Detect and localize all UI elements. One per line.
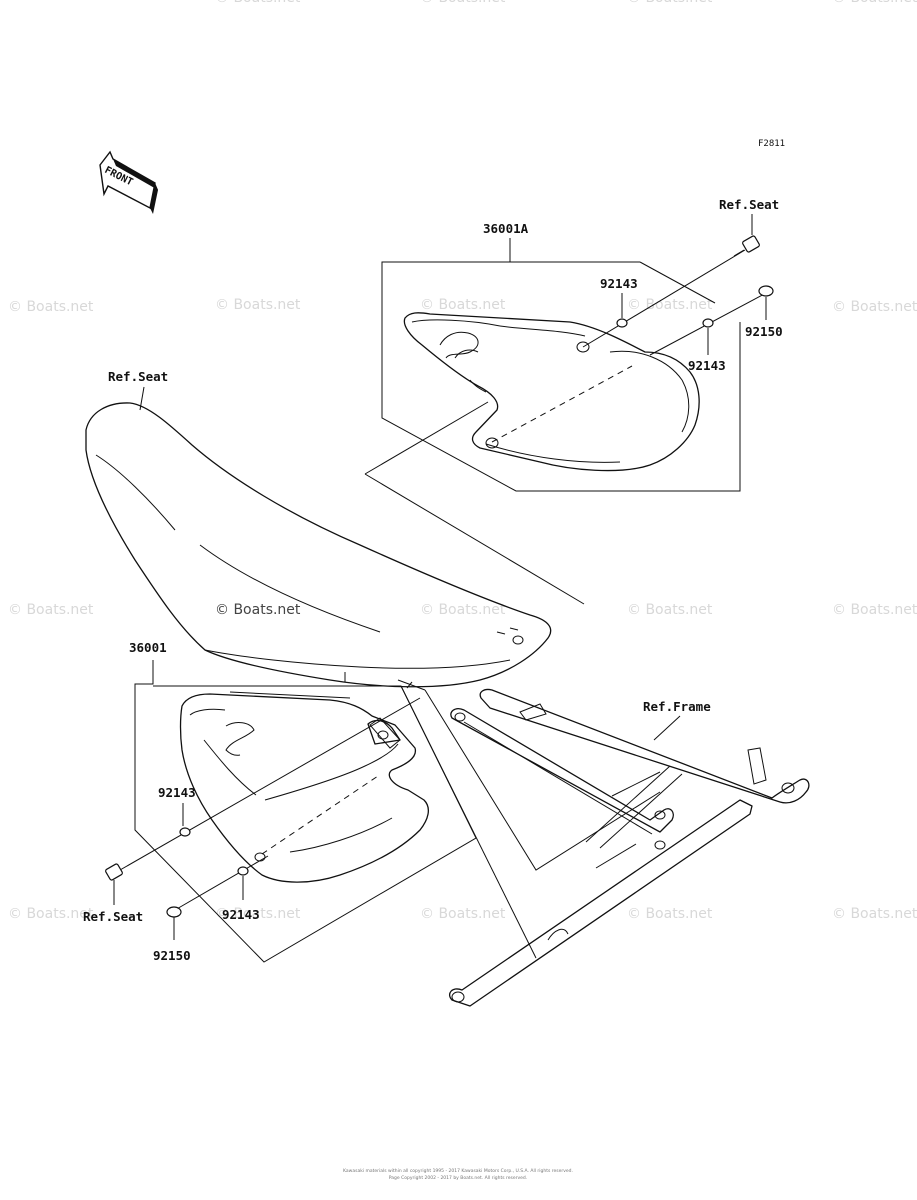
watermark: © Boats.net xyxy=(215,906,301,922)
watermark: © Boats.net xyxy=(627,297,713,313)
watermark: © Boats.net xyxy=(832,0,917,6)
watermark: © Boats.net xyxy=(627,906,713,922)
washer-icon xyxy=(179,827,191,837)
bolt-icon xyxy=(105,863,123,881)
watermark: © Boats.net xyxy=(832,602,917,618)
watermark: © Boats.net xyxy=(420,297,506,313)
watermark: © Boats.net xyxy=(420,906,506,922)
watermark: © Boats.net xyxy=(215,0,301,6)
label-36001: 36001 xyxy=(129,640,167,655)
watermark: © Boats.net xyxy=(8,906,94,922)
watermark: © Boats.net xyxy=(420,602,506,618)
bolt-icon xyxy=(166,906,182,918)
bolt-icon xyxy=(758,285,774,297)
rear-frame xyxy=(424,688,810,1007)
label-ref-seat-bottom: Ref.Seat xyxy=(83,909,143,924)
bolt-icon xyxy=(733,235,760,257)
label-92143-left: 92143 xyxy=(158,785,196,800)
label-92143-right: 92143 xyxy=(688,358,726,373)
watermark: © Boats.net xyxy=(8,602,94,618)
label-92150-right: 92150 xyxy=(745,324,783,339)
label-ref-seat-left: Ref.Seat xyxy=(108,369,168,384)
label-ref-frame: Ref.Frame xyxy=(643,699,711,714)
seat xyxy=(85,386,552,691)
watermark: © Boats.net xyxy=(8,299,94,315)
side-cover-right-36001A xyxy=(381,214,774,492)
watermark: © Boats.net xyxy=(215,297,301,313)
watermark-layer: © Boats.net © Boats.net © Boats.net © Bo… xyxy=(8,0,917,922)
label-36001A: 36001A xyxy=(483,221,529,236)
label-ref-seat-top: Ref.Seat xyxy=(719,197,779,212)
label-92150-bottom: 92150 xyxy=(153,948,191,963)
watermark: © Boats.net xyxy=(832,906,917,922)
side-cover-left-36001 xyxy=(105,660,537,963)
watermark: © Boats.net xyxy=(832,299,917,315)
watermark: © Boats.net xyxy=(627,602,713,618)
watermark: © Boats.net xyxy=(215,602,301,618)
figure-code: F2811 xyxy=(758,139,785,149)
label-92143-bottom: 92143 xyxy=(222,907,260,922)
washer-icon xyxy=(237,866,249,876)
label-92143-top: 92143 xyxy=(600,276,638,291)
washer-icon xyxy=(616,318,628,328)
washer-icon xyxy=(702,318,714,328)
copyright-line-2: Page Copyright 2002 - 2017 by Boats.net.… xyxy=(389,1175,527,1181)
watermark: © Boats.net xyxy=(627,0,713,6)
callout-labels: 36001A Ref.Seat 92143 92150 92143 Ref.Se… xyxy=(83,197,783,963)
watermark: © Boats.net xyxy=(420,0,506,6)
copyright-line-1: Kawasaki materials within all copyright … xyxy=(343,1168,573,1174)
front-arrow-icon: FRONT xyxy=(99,150,158,214)
